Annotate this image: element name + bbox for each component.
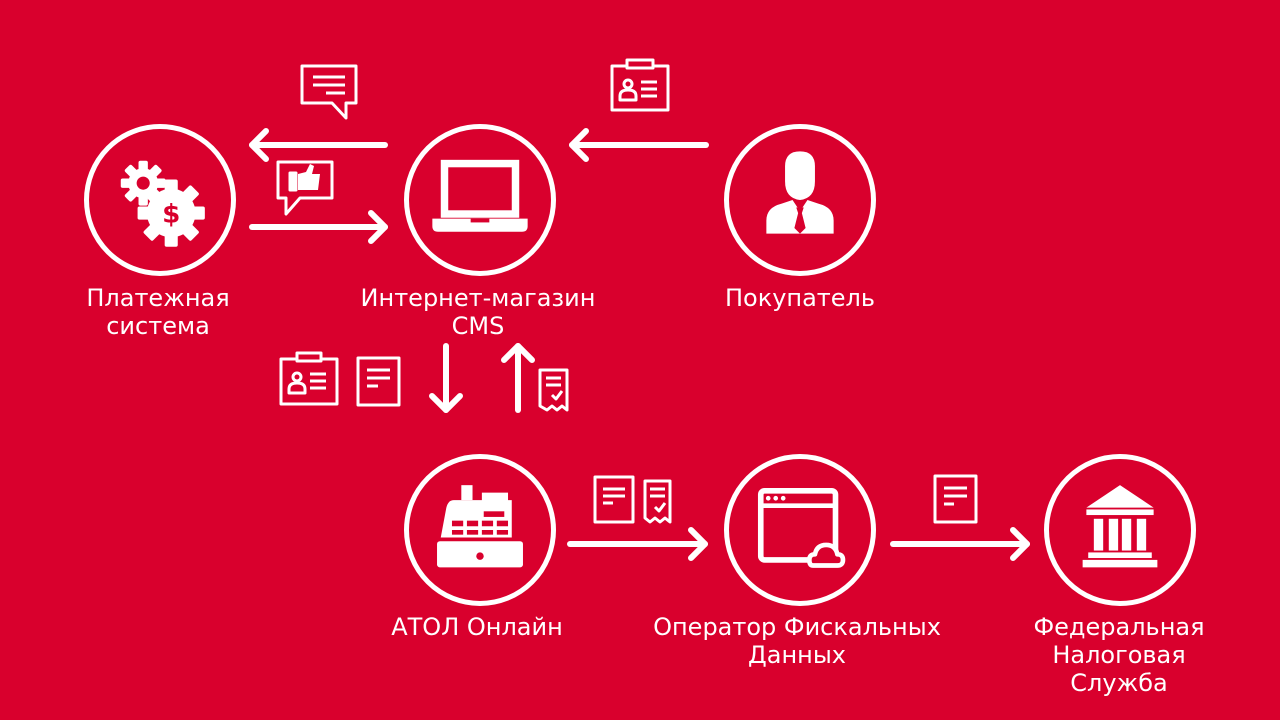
label-online-shop: Интернет-магазин CMS [360,284,596,340]
businessman-icon [766,151,834,234]
node-atol-online [404,454,556,606]
node-fiscal-data-operator [724,454,876,606]
gears-dollar-icon: $ [120,160,205,247]
document-icon [933,474,978,524]
node-buyer [724,124,876,276]
node-federal-tax-service [1044,454,1196,606]
id-card-icon [610,58,670,112]
label-fiscal-data-operator: Оператор Фискальных Данных [653,613,941,669]
document-icon [593,475,635,524]
svg-text:$: $ [162,199,180,229]
browser-cloud-icon [757,487,846,568]
node-payment-system: $ [84,124,236,276]
arrow-payment-to-shop [249,210,388,244]
arrow-ofd-to-fns [890,527,1030,561]
label-payment-system: Платежная система [86,284,230,340]
laptop-icon [432,159,528,232]
id-card-icon [279,351,339,406]
arrow-shop-to-payment [249,128,388,162]
arrow-buyer-to-shop [569,128,709,162]
arrow-atol-to-shop [501,343,535,413]
node-online-shop [404,124,556,276]
arrow-atol-to-ofd [567,527,708,561]
cash-register-icon [437,485,523,568]
government-building-icon [1082,485,1158,568]
thumbs-up-message-icon [276,160,334,216]
document-icon [356,356,401,407]
arrow-shop-to-atol [429,343,463,413]
label-atol-online: АТОЛ Онлайн [391,613,563,641]
receipt-check-icon [538,368,569,412]
receipt-check-icon [643,479,672,524]
label-federal-tax-service: Федеральная Налоговая Служба [1033,613,1205,697]
message-icon [300,64,358,120]
label-buyer: Покупатель [724,284,876,312]
